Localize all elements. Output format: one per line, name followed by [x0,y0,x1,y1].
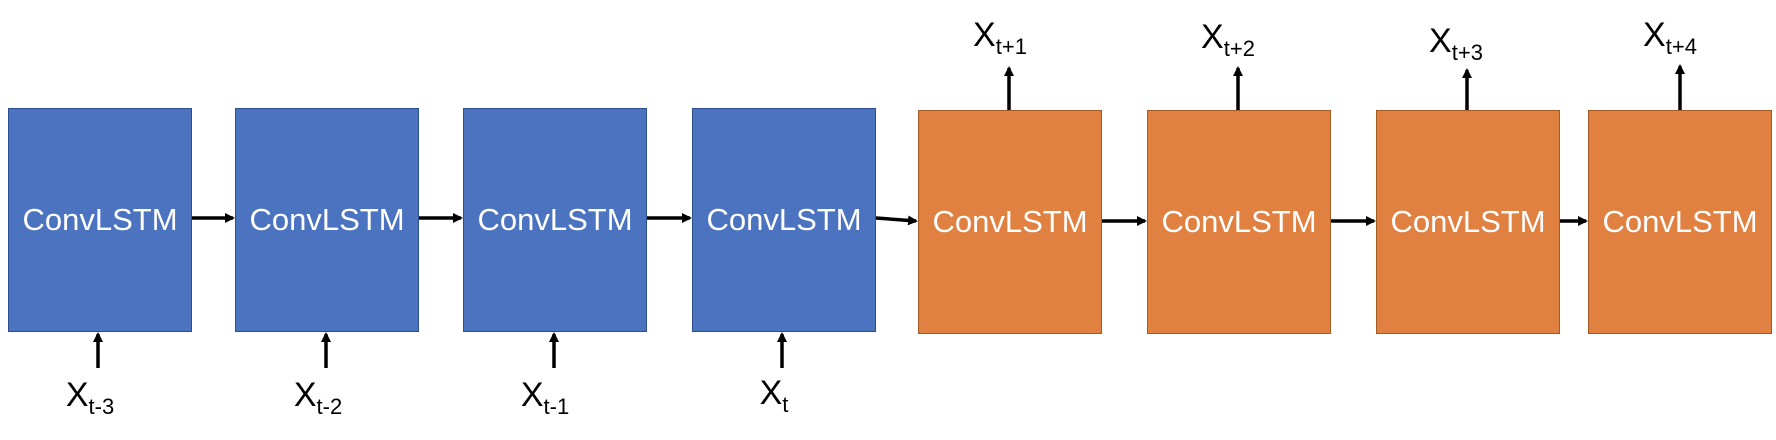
output-label-t+3: Xt+3 [1429,22,1483,65]
encoder-cell-3: ConvLSTM [463,108,647,332]
output-label-t+4: Xt+4 [1643,16,1697,59]
decoder-cell-4: ConvLSTM [1588,110,1772,334]
cell-label: ConvLSTM [1390,204,1546,239]
cell-label: ConvLSTM [1602,204,1758,239]
cell-label: ConvLSTM [1161,204,1317,239]
decoder-cell-3: ConvLSTM [1376,110,1560,334]
decoder-cell-1: ConvLSTM [918,110,1102,334]
input-label-t-1: Xt-1 [520,376,570,419]
decoder-cell-2: ConvLSTM [1147,110,1331,334]
cell-label: ConvLSTM [22,202,178,237]
input-label-t-3: Xt-3 [65,376,115,419]
link-arrow-4 [875,215,918,226]
output-label-t+2: Xt+2 [1201,18,1255,61]
output-label-t+1: Xt+1 [973,16,1027,59]
input-label-t: Xt [759,374,789,417]
cell-label: ConvLSTM [932,204,1088,239]
cell-label: ConvLSTM [249,202,405,237]
encoder-cell-2: ConvLSTM [235,108,419,332]
encoder-cell-1: ConvLSTM [8,108,192,332]
input-label-t-2: Xt-2 [293,376,343,419]
cell-label: ConvLSTM [477,202,633,237]
cell-label: ConvLSTM [706,202,862,237]
encoder-cell-4: ConvLSTM [692,108,876,332]
